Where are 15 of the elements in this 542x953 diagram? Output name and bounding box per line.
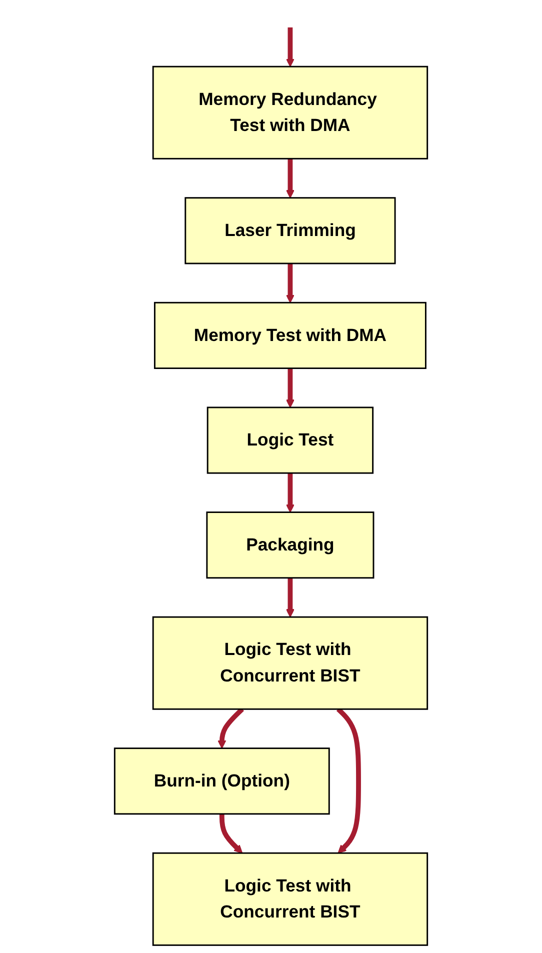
node-box: Logic Test with Concurrent BIST xyxy=(152,852,428,946)
arrow xyxy=(219,814,243,854)
arrow xyxy=(286,473,295,513)
node-box: Memory Test with DMA xyxy=(154,302,426,369)
node-box: Logic Test xyxy=(206,406,374,474)
node-box: Packaging xyxy=(206,512,374,579)
node-box: Laser Trimming xyxy=(184,197,396,264)
arrow xyxy=(286,578,295,618)
node-box: Burn-in (Option) xyxy=(114,748,330,815)
arrow xyxy=(286,27,295,67)
arrow xyxy=(286,263,295,304)
arrow xyxy=(286,368,295,408)
node-box: Logic Test with Concurrent BIST xyxy=(152,616,428,710)
arrow xyxy=(286,158,295,198)
node-box: Memory Redundancy Test with DMA xyxy=(152,66,428,160)
